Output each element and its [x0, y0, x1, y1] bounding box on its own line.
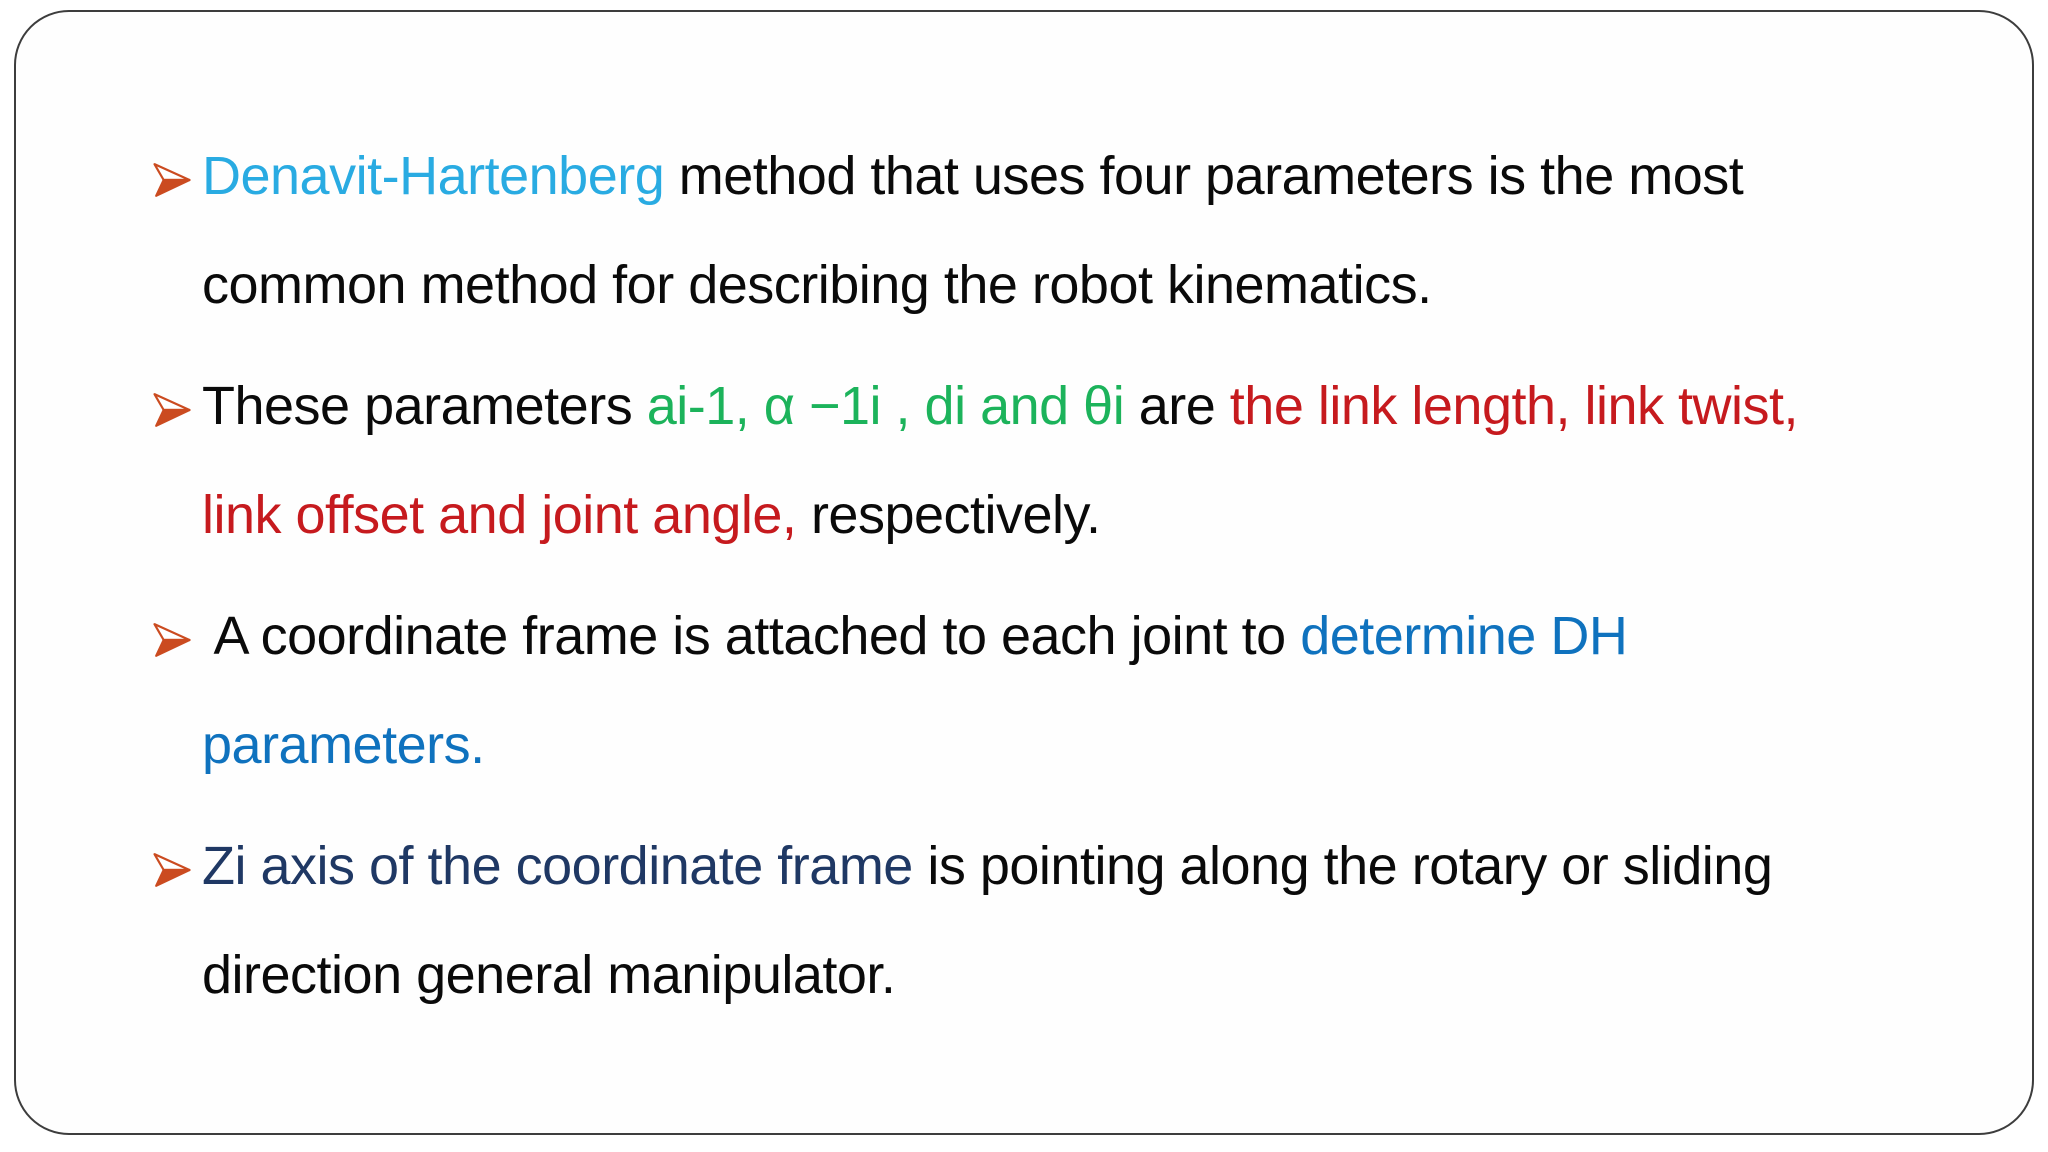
- text-segment: method that uses four parameters is the …: [664, 146, 1744, 206]
- text-segment: Zi axis of the coordinate frame: [202, 836, 913, 896]
- arrowhead-right-bullet-icon: [153, 853, 191, 887]
- bullet-line: Zi axis of the coordinate frame is point…: [202, 812, 2012, 921]
- text-segment: common method for describing the robot k…: [202, 255, 1432, 315]
- text-segment: A coordinate frame is attached to each j…: [202, 606, 1301, 666]
- arrowhead-right-bullet-icon: [153, 393, 191, 427]
- arrowhead-right-bullet-icon: [153, 623, 191, 657]
- text-segment: ai-1, α −1i , di and θi: [646, 376, 1125, 436]
- bullet-line: parameters.: [202, 691, 2012, 800]
- text-segment: are: [1124, 376, 1230, 436]
- arrowhead-right-bullet-icon: [153, 163, 191, 197]
- text-segment: direction general manipulator.: [202, 945, 896, 1005]
- bullet-item: Denavit-Hartenberg method that uses four…: [152, 122, 2012, 340]
- bullet-item: Zi axis of the coordinate frame is point…: [152, 812, 2012, 1030]
- text-segment: parameters.: [202, 715, 485, 775]
- bullet-line: These parameters ai-1, α −1i , di and θi…: [202, 352, 2012, 461]
- text-segment: Denavit-Hartenberg: [202, 146, 665, 206]
- text-segment: link offset and joint angle,: [202, 485, 797, 545]
- bullet-line: direction general manipulator.: [202, 921, 2012, 1030]
- text-segment: the link length, link twist,: [1229, 376, 1799, 436]
- slide-border: Denavit-Hartenberg method that uses four…: [14, 10, 2034, 1135]
- bullet-line: A coordinate frame is attached to each j…: [202, 582, 2012, 691]
- bullet-list: Denavit-Hartenberg method that uses four…: [152, 122, 2012, 1042]
- bullet-item: These parameters ai-1, α −1i , di and θi…: [152, 352, 2012, 570]
- text-segment: respectively.: [796, 485, 1101, 545]
- text-segment: is pointing along the rotary or sliding: [912, 836, 1773, 896]
- bullet-line: Denavit-Hartenberg method that uses four…: [202, 122, 2012, 231]
- bullet-line: common method for describing the robot k…: [202, 231, 2012, 340]
- bullet-line: link offset and joint angle, respectivel…: [202, 461, 2012, 570]
- bullet-item: A coordinate frame is attached to each j…: [152, 582, 2012, 800]
- text-segment: determine DH: [1300, 606, 1628, 666]
- text-segment: These parameters: [202, 376, 647, 436]
